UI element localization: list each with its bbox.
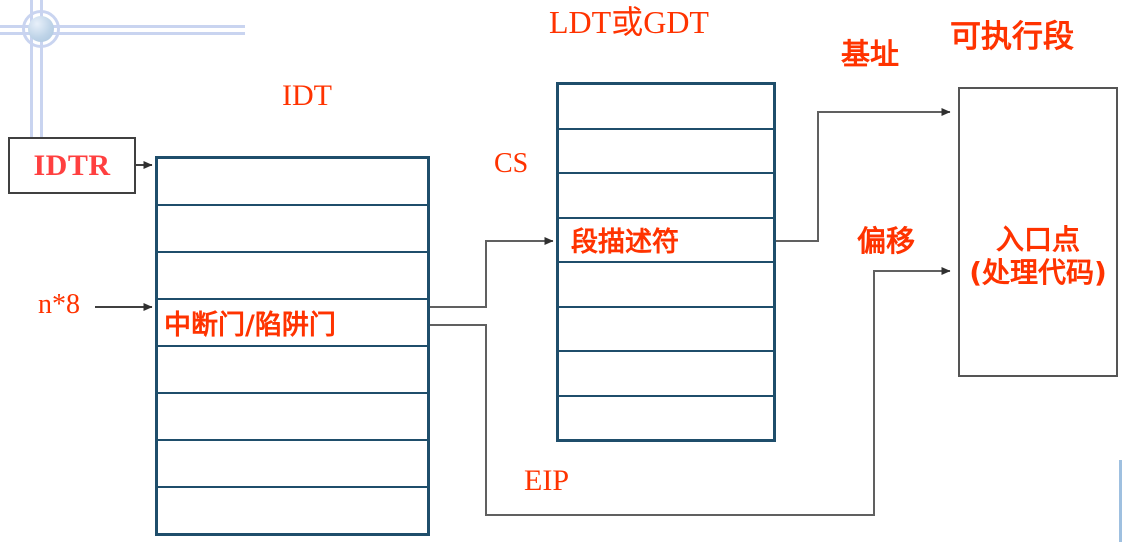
idt-row-6 xyxy=(158,441,427,488)
idt-row-1 xyxy=(158,206,427,253)
guide-circle-icon xyxy=(22,10,60,48)
label-offset: 偏移 xyxy=(857,224,916,258)
gdt-row-6 xyxy=(559,352,773,397)
label-ldt-gdt-title: LDT或GDT xyxy=(549,4,709,40)
gdt-row-5 xyxy=(559,308,773,352)
executable-segment-box: 入口点 (处理代码) xyxy=(958,87,1118,377)
arrow-cs-idt-to-descriptor xyxy=(430,237,554,308)
label-base-address: 基址 xyxy=(841,37,900,71)
gdt-row-2 xyxy=(559,174,773,219)
label-idt-title: IDT xyxy=(282,79,332,112)
idt-row-4 xyxy=(158,347,427,394)
guide-line-vertical-1 xyxy=(30,0,33,180)
idtr-register-box: IDTR xyxy=(8,137,136,194)
idtr-label: IDTR xyxy=(33,148,111,182)
idt-table: 中断门/陷阱门 xyxy=(155,156,430,536)
idt-row-3-interrupt-gate: 中断门/陷阱门 xyxy=(158,300,427,347)
idt-row-0 xyxy=(158,159,427,206)
entry-point-line2: (处理代码) xyxy=(969,256,1107,290)
guide-line-right-edge xyxy=(1119,460,1122,542)
guide-line-horizontal-2 xyxy=(0,32,245,35)
label-n-times-8: n*8 xyxy=(38,289,80,320)
idt-row-5 xyxy=(158,394,427,441)
guide-line-vertical-2 xyxy=(40,0,43,180)
idt-row-7 xyxy=(158,488,427,533)
arrow-base-descriptor-to-segment xyxy=(776,108,951,242)
idt-row-3-text: 中断门/陷阱门 xyxy=(164,310,336,341)
guide-dot-icon xyxy=(28,16,54,42)
entry-point-line1: 入口点 xyxy=(995,223,1080,256)
gdt-row-3-segment-descriptor: 段描述符 xyxy=(559,219,773,263)
idt-row-2 xyxy=(158,253,427,300)
gdt-row-7 xyxy=(559,397,773,440)
label-cs: CS xyxy=(494,148,529,179)
gdt-row-3-text: 段描述符 xyxy=(571,227,679,259)
ldt-gdt-table: 段描述符 xyxy=(556,82,776,442)
entry-point-text: 入口点 (处理代码) xyxy=(960,223,1116,289)
label-eip: EIP xyxy=(524,464,569,497)
gdt-row-0 xyxy=(559,85,773,130)
guide-line-horizontal-1 xyxy=(0,25,245,28)
gdt-row-1 xyxy=(559,130,773,174)
label-executable-segment-title: 可执行段 xyxy=(950,19,1074,55)
gdt-row-4 xyxy=(559,263,773,308)
